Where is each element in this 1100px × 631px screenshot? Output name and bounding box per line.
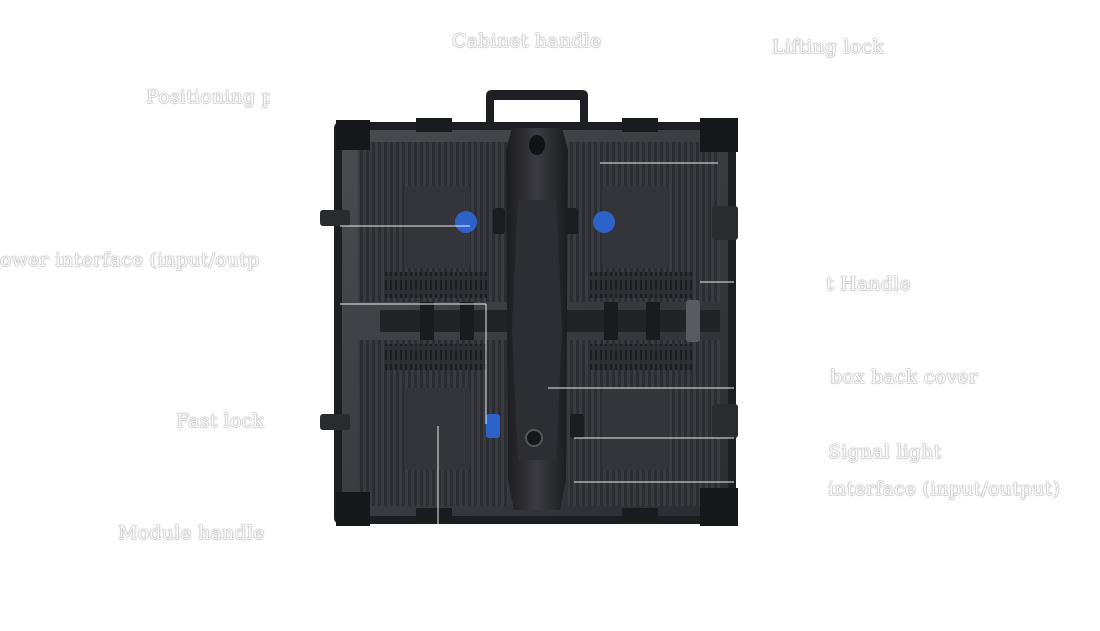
module-top-right (568, 142, 720, 302)
label-fast-lock: Fast lock (176, 410, 265, 432)
positioning-pins (336, 118, 738, 526)
leader-lines (340, 162, 734, 526)
module-bottom-left (358, 340, 508, 506)
module-bottom-right (568, 340, 720, 506)
label-signal-interface: interface (input/output) (828, 478, 1061, 500)
power-interface-connectors (455, 208, 615, 438)
fast-lock (320, 206, 738, 438)
module-top-left (358, 142, 508, 302)
label-positioning-pin: Positioning p (146, 86, 270, 108)
label-module-handle-right: t Handle (826, 273, 911, 295)
label-lifting-lock: Lifting lock (772, 36, 884, 58)
label-signal-light: Signal light (828, 441, 942, 463)
label-power-interface: ower interface (input/outp (0, 249, 260, 271)
label-module-handle: Module handle (118, 522, 265, 544)
label-box-back-cover: box back cover (830, 366, 978, 388)
label-cabinet-handle: Cabinet handle (452, 30, 602, 52)
box-back-cover (506, 128, 568, 510)
cabinet-handle (486, 90, 588, 126)
